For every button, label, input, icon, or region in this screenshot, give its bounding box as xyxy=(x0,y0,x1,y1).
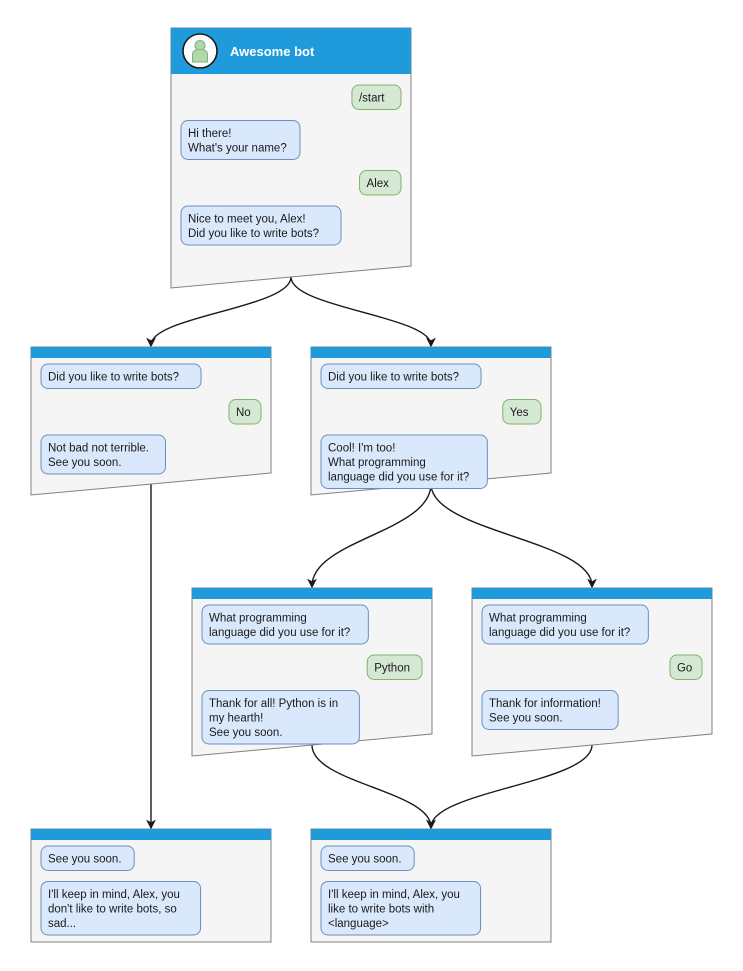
bubble-line: Did you like to write bots? xyxy=(328,372,459,384)
bubble-shape xyxy=(502,399,542,425)
bubble-line: sad... xyxy=(48,918,76,930)
bubble-line: Not bad not terrible. xyxy=(48,443,149,455)
bubble-line: <language> xyxy=(328,918,389,930)
node-header-bar xyxy=(192,588,432,599)
bubble-line: language did you use for it? xyxy=(328,472,469,484)
bubble-line: See you soon. xyxy=(328,854,402,866)
bubble-line: What programming xyxy=(328,457,426,469)
bubble-shape xyxy=(366,654,423,680)
bubble-line: Python xyxy=(374,663,410,675)
bubble-shape xyxy=(40,434,166,475)
user-message-bubble[interactable]: Alex xyxy=(359,170,402,196)
bot-message-bubble[interactable]: Hi there! What's your name? xyxy=(180,120,301,160)
bubble-line: No xyxy=(236,407,251,419)
bot-message-bubble[interactable]: I'll keep in mind, Alex, you like to writ… xyxy=(320,881,482,936)
bubble-shape xyxy=(180,120,301,160)
user-message-bubble[interactable]: /start xyxy=(351,84,402,110)
node-header-bar xyxy=(311,829,551,840)
bubble-line: I'll keep in mind, Alex, you xyxy=(328,889,460,901)
user-message-bubble[interactable]: No xyxy=(228,399,262,425)
bubble-line: What programming xyxy=(489,613,587,625)
edge-root-to-yes xyxy=(290,276,436,348)
bubble-line: See you soon. xyxy=(209,727,283,739)
bot-message-bubble[interactable]: See you soon. xyxy=(320,845,415,871)
bubble-shape xyxy=(201,690,360,745)
bot-message-bubble[interactable]: Thank for information! See you soon. xyxy=(481,690,619,730)
edge-yes-to-python xyxy=(307,483,432,589)
bubble-line: Did you like to write bots? xyxy=(188,228,319,240)
node-header-bar xyxy=(31,829,271,840)
bubble-shape xyxy=(320,881,482,936)
bubble-line: See you soon. xyxy=(489,713,563,725)
node-farewell-no-bots[interactable]: See you soon. I'll keep in mind, Alex, yo… xyxy=(30,828,272,943)
bubble-shape xyxy=(180,205,342,246)
bubble-line: What's your name? xyxy=(188,143,287,155)
bubble-shape xyxy=(228,399,262,425)
bubble-line: What programming xyxy=(209,613,307,625)
avatar-body-icon xyxy=(192,48,208,63)
bubble-shape xyxy=(320,434,488,489)
node-language-python[interactable]: What programming language did you use for… xyxy=(191,587,433,757)
node-header-bar xyxy=(472,588,712,599)
bot-message-bubble[interactable]: Not bad not terrible. See you soon. xyxy=(40,434,166,475)
bubble-shape xyxy=(481,604,649,645)
bot-message-bubble[interactable]: What programming language did you use for… xyxy=(201,604,369,645)
bubble-shape xyxy=(201,604,369,645)
bubble-line: my hearth! xyxy=(209,713,263,725)
node-header-bar xyxy=(31,347,271,358)
bubble-line: Thank for all! Python is in xyxy=(209,698,338,710)
bubble-line: Go xyxy=(677,663,692,675)
bubble-shape xyxy=(40,363,202,389)
user-message-bubble[interactable]: Python xyxy=(366,654,423,680)
node-farewell-likes-bots[interactable]: See you soon. I'll keep in mind, Alex, yo… xyxy=(310,828,552,943)
user-message-bubble[interactable]: Go xyxy=(669,654,703,680)
bubble-shape xyxy=(351,84,402,110)
bubble-line: don't like to write bots, so xyxy=(48,904,177,916)
node-awesome-bot-start[interactable]: Awesome bot/start Hi there! What's your na… xyxy=(170,27,412,289)
edge-layer xyxy=(146,276,597,830)
bot-message-bubble[interactable]: Cool! I'm too! What programming language d… xyxy=(320,434,488,489)
bubble-line: See you soon. xyxy=(48,854,122,866)
bubble-line: Did you like to write bots? xyxy=(48,372,179,384)
bubble-shape xyxy=(481,690,619,730)
bubble-shape xyxy=(40,845,135,871)
node-header-bar xyxy=(311,347,551,358)
bot-message-bubble[interactable]: Thank for all! Python is in my hearth! See… xyxy=(201,690,360,745)
user-message-bubble[interactable]: Yes xyxy=(502,399,542,425)
node-layer: Awesome bot/start Hi there! What's your na… xyxy=(30,27,713,943)
bubble-line: language did you use for it? xyxy=(209,627,350,639)
bot-message-bubble[interactable]: Did you like to write bots? xyxy=(320,363,482,389)
bubble-line: /start xyxy=(359,93,385,105)
bubble-shape xyxy=(359,170,402,196)
bubble-shape xyxy=(40,881,202,936)
bubble-line: Nice to meet you, Alex! xyxy=(188,214,306,226)
bubble-line: Cool! I'm too! xyxy=(328,443,395,455)
bot-message-bubble[interactable]: I'll keep in mind, Alex, you don't like t… xyxy=(40,881,202,936)
bot-message-bubble[interactable]: Did you like to write bots? xyxy=(40,363,202,389)
bot-message-bubble[interactable]: See you soon. xyxy=(40,845,135,871)
node-language-go[interactable]: What programming language did you use for… xyxy=(471,587,713,757)
bubble-line: like to write bots with xyxy=(328,904,434,916)
node-title: Awesome bot xyxy=(230,44,315,59)
edge-python-to-end-yes xyxy=(311,744,436,830)
bot-message-bubble[interactable]: Nice to meet you, Alex! Did you like to w… xyxy=(180,205,342,246)
bubble-line: Yes xyxy=(510,407,529,419)
edge-root-to-no xyxy=(146,276,292,348)
bubble-line: Thank for information! xyxy=(489,698,601,710)
edge-go-to-end-yes xyxy=(426,744,593,830)
bubble-shape xyxy=(320,845,415,871)
bubble-line: I'll keep in mind, Alex, you xyxy=(48,889,180,901)
bubble-line: See you soon. xyxy=(48,457,122,469)
bubble-shape xyxy=(320,363,482,389)
bubble-line: Hi there! xyxy=(188,128,231,140)
edge-yes-to-go xyxy=(430,483,597,589)
bot-message-bubble[interactable]: What programming language did you use for… xyxy=(481,604,649,645)
bubble-line: language did you use for it? xyxy=(489,627,630,639)
bubble-shape xyxy=(669,654,703,680)
bubble-line: Alex xyxy=(367,178,390,190)
